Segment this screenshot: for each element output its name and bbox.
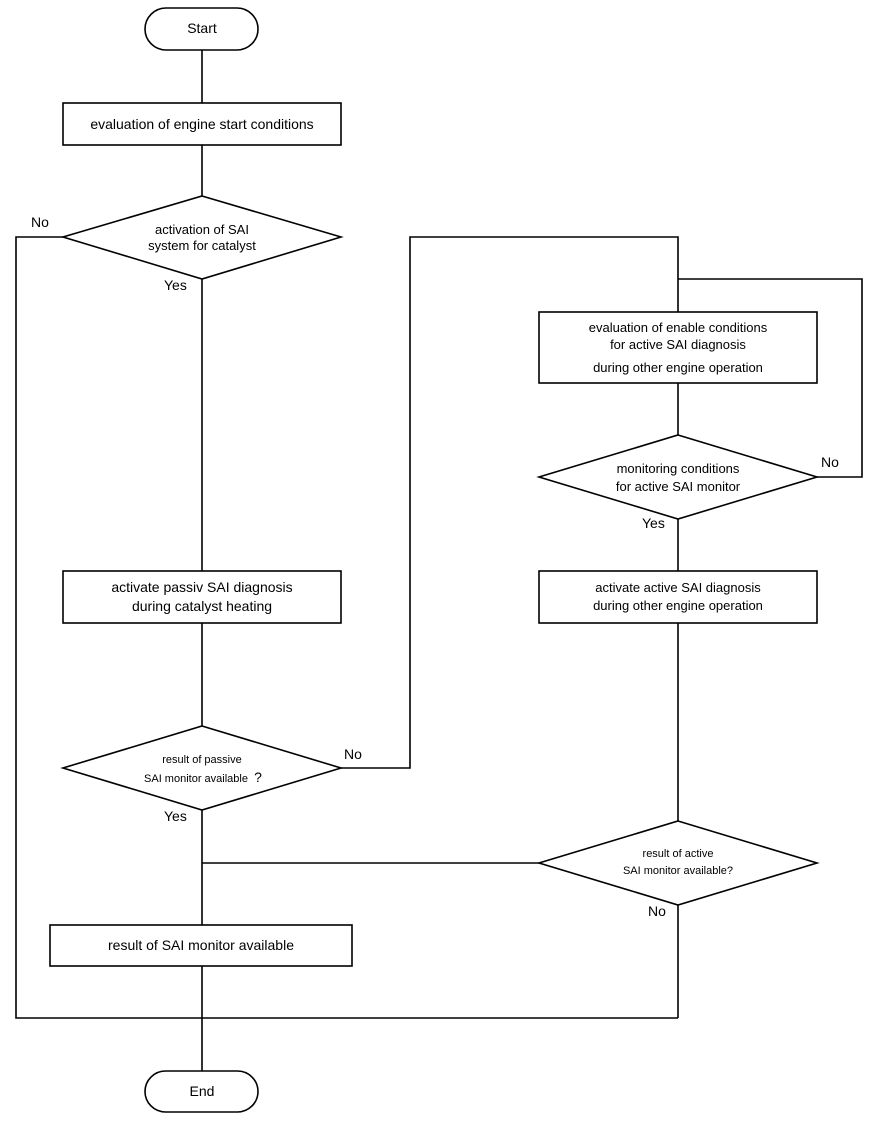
line-monitoring-no-loop bbox=[678, 278, 863, 478]
step-eval-start-label: evaluation of engine start conditions bbox=[90, 116, 313, 132]
decision-active-result-diamond bbox=[536, 820, 820, 906]
label-monitoring-no: No bbox=[821, 454, 839, 470]
decision-monitoring: monitoring conditions for active SAI mon… bbox=[536, 434, 820, 520]
step-eval-enable-line1: evaluation of enable conditions bbox=[589, 320, 768, 335]
end-terminal: End bbox=[144, 1070, 259, 1113]
label-activation-no: No bbox=[31, 214, 49, 230]
step-eval-start: evaluation of engine start conditions bbox=[62, 102, 342, 146]
label-active-result-no: No bbox=[648, 903, 666, 919]
decision-monitoring-line1: monitoring conditions bbox=[617, 461, 740, 476]
decision-activation-diamond bbox=[60, 195, 344, 280]
step-eval-enable-box bbox=[538, 311, 818, 384]
label-passive-result-yes: Yes bbox=[164, 808, 187, 824]
line-activation-no-loop bbox=[15, 236, 678, 1019]
step-eval-enable-line3: during other engine operation bbox=[593, 360, 763, 375]
step-eval-enable-line2: for active SAI diagnosis bbox=[610, 337, 746, 352]
step-passive-line2: during catalyst heating bbox=[132, 598, 272, 614]
decision-passive-result-mark: ? bbox=[254, 769, 262, 785]
start-terminal: Start bbox=[144, 7, 259, 51]
step-active-box bbox=[538, 570, 818, 624]
step-active-line2: during other engine operation bbox=[593, 598, 763, 613]
label-activation-yes: Yes bbox=[164, 277, 187, 293]
decision-passive-result-diamond bbox=[60, 725, 344, 811]
step-eval-start-box bbox=[62, 102, 342, 146]
step-active-line1: activate active SAI diagnosis bbox=[595, 580, 761, 595]
decision-activation-line1: activation of SAI bbox=[155, 222, 249, 237]
line-passive-no-to-right-branch bbox=[341, 236, 679, 769]
decision-active-result-line1: result of active bbox=[643, 848, 714, 860]
decision-active-result-line2: SAI monitor available? bbox=[623, 865, 733, 877]
step-eval-enable: evaluation of enable conditions for acti… bbox=[538, 311, 818, 384]
label-passive-result-no: No bbox=[344, 746, 362, 762]
start-label: Start bbox=[187, 20, 217, 36]
end-label: End bbox=[190, 1083, 215, 1099]
decision-monitoring-line2: for active SAI monitor bbox=[616, 479, 741, 494]
step-result-label: result of SAI monitor available bbox=[108, 937, 294, 953]
step-passive: activate passiv SAI diagnosis during cat… bbox=[62, 570, 342, 624]
decision-monitoring-diamond bbox=[536, 434, 820, 520]
step-result: result of SAI monitor available bbox=[49, 924, 353, 967]
branch-labels: No Yes No Yes No Yes No bbox=[31, 214, 839, 919]
decision-activation-line2: system for catalyst bbox=[148, 238, 256, 253]
decision-passive-result: result of passive SAI monitor available … bbox=[60, 725, 344, 811]
step-result-box bbox=[49, 924, 353, 967]
step-passive-box bbox=[62, 570, 342, 624]
decision-activation: activation of SAI system for catalyst bbox=[60, 195, 344, 280]
end-shape bbox=[144, 1070, 259, 1113]
start-shape bbox=[144, 7, 259, 51]
decision-active-result: result of active SAI monitor available? bbox=[536, 820, 820, 906]
step-active: activate active SAI diagnosis during oth… bbox=[538, 570, 818, 624]
label-monitoring-yes: Yes bbox=[642, 515, 665, 531]
connectors bbox=[15, 50, 863, 1071]
step-passive-line1: activate passiv SAI diagnosis bbox=[111, 579, 292, 595]
decision-passive-result-line1: result of passive bbox=[162, 754, 241, 766]
decision-passive-result-line2: SAI monitor available bbox=[144, 773, 248, 785]
